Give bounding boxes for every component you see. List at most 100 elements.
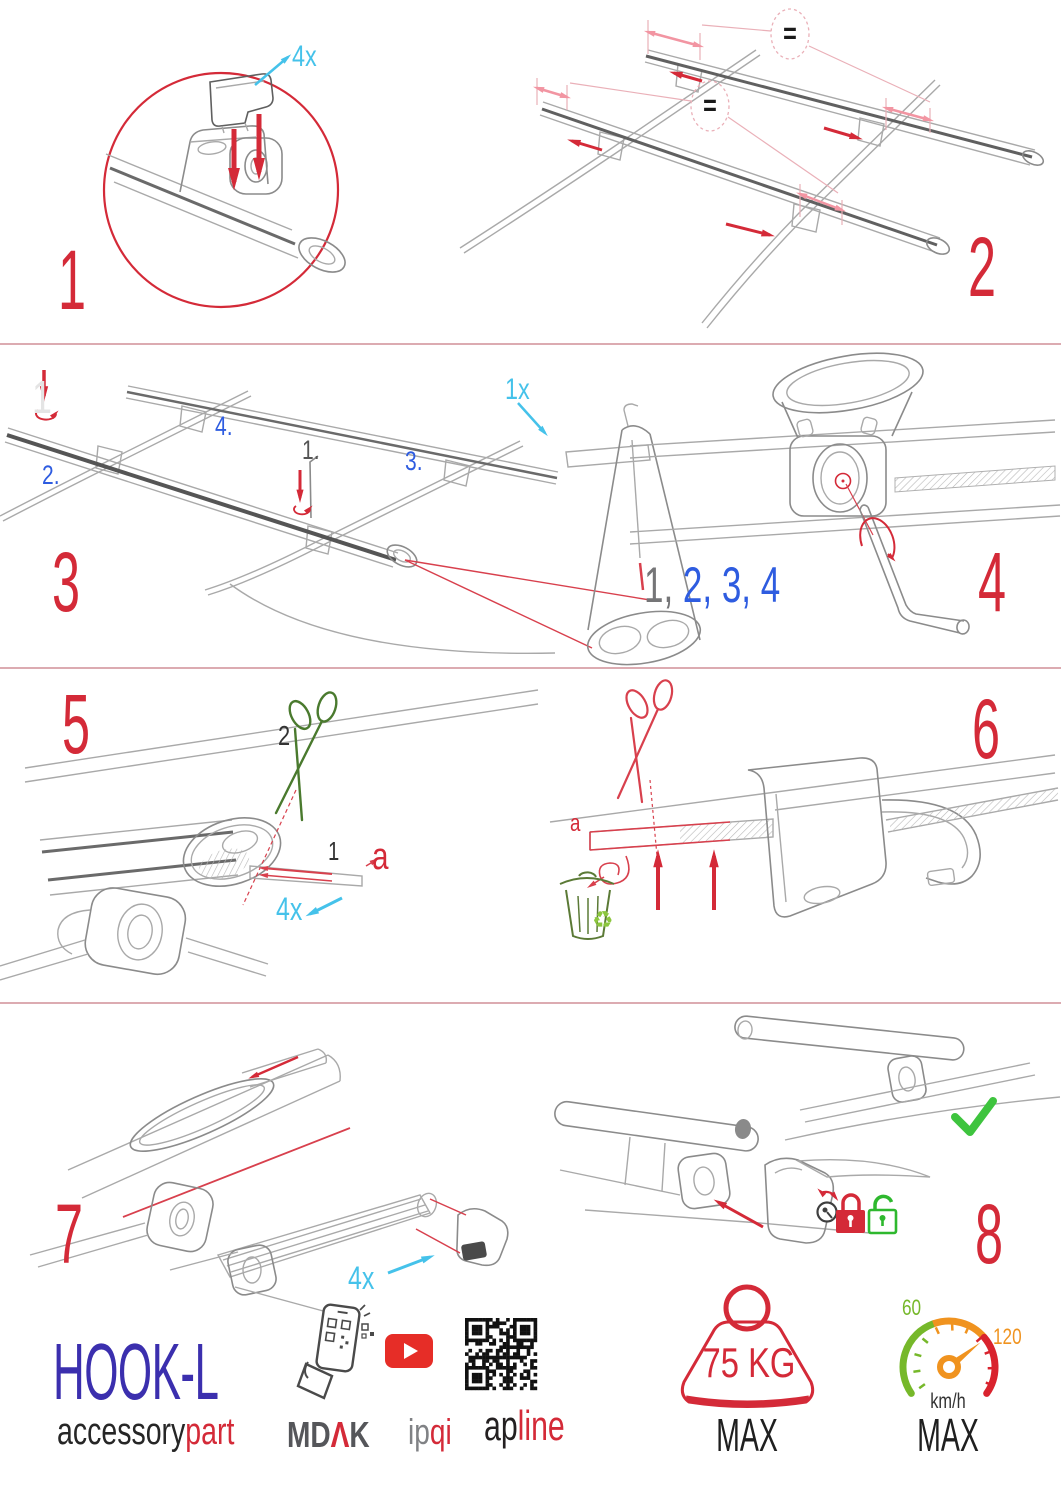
step4-number: 4 — [978, 535, 1007, 629]
step5-strip-label: 1 — [328, 836, 340, 866]
equal-sign: = — [783, 17, 797, 50]
clamp-body-drawing — [747, 757, 1059, 918]
trash-bin-icon: ♻ — [559, 871, 615, 940]
lock-closed-icon — [836, 1193, 865, 1233]
step1-illustration — [102, 54, 346, 309]
step7-number: 7 — [55, 1187, 84, 1281]
clamp-drawing — [0, 887, 269, 981]
logo-ipqi: ipqi — [408, 1411, 452, 1452]
speedometer-icon — [899, 1317, 999, 1397]
upper-crossbar-drawing — [644, 49, 1045, 166]
roof-drawing — [24, 689, 539, 783]
step3-label-3: 3. — [405, 446, 423, 476]
clamp-drawing — [772, 352, 924, 536]
logo-mdak: MDΛK — [287, 1414, 370, 1455]
discard-squiggle — [586, 855, 630, 888]
speed-high-label: 120 — [993, 1324, 1022, 1349]
brand-logo: accessorypart — [57, 1413, 234, 1451]
hex-key-drawing — [293, 455, 319, 519]
roof-drawing — [549, 754, 1056, 823]
step8-number: 8 — [975, 1187, 1004, 1281]
rails-drawing — [0, 390, 556, 655]
brand-right: part — [185, 1411, 235, 1453]
step3-label-4: 4. — [215, 411, 233, 441]
qr-code — [465, 1318, 538, 1391]
step3-label-1: 1. — [302, 435, 320, 465]
step5-dim-label: a — [372, 836, 389, 878]
rubber-strip-drawing — [249, 858, 380, 887]
section-divider-1 — [0, 343, 1061, 345]
guide-line — [122, 1127, 351, 1218]
step4-sequence: 1, 2, 3, 4 — [644, 560, 780, 610]
weight-limit-icon — [680, 1284, 815, 1408]
key-icon — [816, 1201, 838, 1223]
weight-value: 75 KG — [702, 1339, 796, 1386]
rubber-strip-drawing — [589, 779, 774, 857]
step5-qty-label: 4x — [276, 891, 303, 927]
upper-crossbar-drawing — [125, 385, 651, 487]
step5-scissors-label: 2 — [278, 720, 291, 751]
section-divider-2 — [0, 667, 1061, 669]
step7-qty-label: 4x — [348, 1260, 375, 1296]
crossbar-drawing — [105, 153, 346, 273]
sequence-done: 1, — [644, 557, 674, 613]
step3-ghost-digit: 1 — [32, 371, 52, 423]
cover-tube-drawing — [404, 403, 702, 666]
step6-number: 6 — [972, 682, 1001, 776]
sequence-todo: 2, 3, 4 — [682, 557, 781, 613]
bracket-drawing — [209, 73, 274, 134]
speed-low-label: 60 — [902, 1295, 922, 1320]
step3-number: 3 — [52, 535, 81, 629]
phone-scan-icon — [296, 1303, 374, 1400]
brand-left: accessory — [57, 1411, 186, 1453]
product-title: HOOK-L — [53, 1327, 219, 1416]
crossbar-cut-drawing — [39, 817, 282, 896]
weight-max-label: MAX — [716, 1409, 778, 1461]
hex-key-drawing — [859, 504, 970, 635]
section-divider-3 — [0, 1002, 1061, 1004]
speed-unit-label: km/h — [930, 1390, 966, 1413]
scissors-icon — [616, 679, 674, 804]
step8-illustration — [554, 1015, 1061, 1244]
equal-circle — [770, 8, 810, 60]
slide-arrows — [567, 71, 863, 237]
step3-qty-pointer — [517, 402, 548, 437]
logo-apline: apline — [484, 1402, 565, 1449]
scissors-icon — [274, 691, 338, 822]
step2-number: 2 — [968, 220, 997, 314]
detail-circle — [102, 71, 340, 309]
equal-sign: = — [703, 89, 717, 122]
step6-illustration: ♻ — [549, 679, 1059, 940]
step3-label-2: 2. — [42, 460, 60, 490]
step5-illustration — [0, 689, 539, 981]
cut-line — [242, 789, 297, 906]
recycle-icon: ♻ — [592, 907, 614, 934]
measure-arrows — [532, 8, 935, 225]
step5-number: 5 — [62, 677, 91, 771]
step3-illustration — [0, 370, 702, 666]
assembly-right-drawing — [734, 1015, 1061, 1141]
slide-arrow — [717, 1200, 764, 1229]
step1-qty-label: 4x — [292, 40, 317, 73]
turn-arrow — [817, 1188, 839, 1201]
lower-crossbar-drawing — [4, 427, 418, 568]
qty-pointer-line — [254, 56, 289, 86]
checkmark-icon — [951, 1097, 997, 1136]
clamp-tower-drawing — [179, 125, 283, 195]
step1-number: 1 — [58, 233, 87, 327]
step3-qty-label: 1x — [505, 373, 530, 406]
step6-dim-label: a — [570, 810, 581, 837]
step2-illustration — [459, 8, 1045, 329]
bar-top-drawing — [67, 1048, 341, 1199]
step7-illustration — [29, 1048, 509, 1322]
lower-crossbar-drawing — [539, 101, 951, 255]
youtube-icon — [385, 1334, 433, 1368]
clamp-drawing — [29, 1181, 214, 1268]
roof-rail-drawing — [629, 419, 1061, 545]
equal-circle — [690, 80, 730, 132]
lock-open-icon — [867, 1194, 898, 1235]
turn-indicator — [35, 370, 59, 421]
bar-endcap-drawing — [169, 1192, 509, 1322]
step4-illustration — [629, 352, 1061, 635]
